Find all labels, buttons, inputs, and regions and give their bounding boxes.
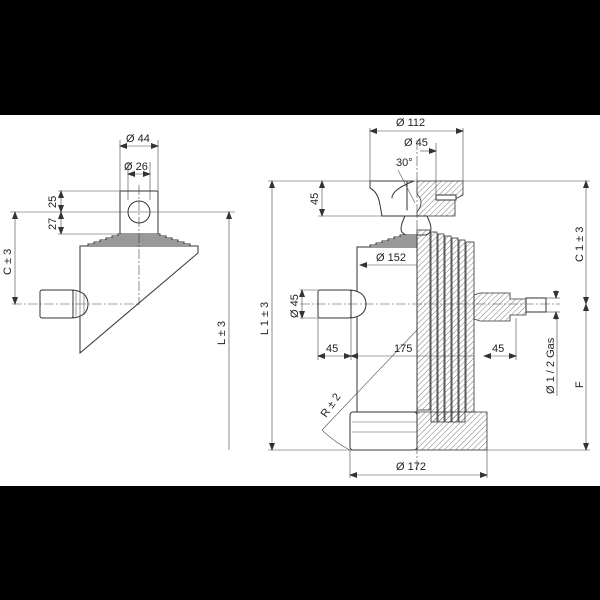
dim-trunnion-left: 45 [326, 343, 338, 355]
dim-eye-bottom: 27 [47, 218, 59, 230]
base-section [416, 411, 488, 451]
port-fitting [473, 292, 527, 322]
dim-c1: C 1 ± 3 [574, 227, 586, 262]
telescopic-stages [416, 229, 475, 423]
dim-radius: R ± 2 [319, 391, 344, 419]
dim-eye-outer: Ø 44 [126, 133, 150, 145]
dim-c: C ± 3 [2, 249, 14, 275]
dim-eye-top: 25 [47, 196, 59, 208]
dim-head-height: 45 [309, 193, 321, 205]
base-left [349, 411, 418, 451]
dim-head-outer: Ø 112 [396, 117, 425, 129]
dim-f: F [574, 381, 586, 388]
right-view: Ø 112 Ø 45 30° 45 Ø 152 Ø 45 45 175 45 R… [259, 117, 590, 478]
dim-base-dia: Ø 172 [396, 461, 426, 473]
dim-angle: 30° [396, 157, 413, 169]
dim-head-ball: Ø 45 [404, 137, 428, 149]
dim-stage-dia: Ø 152 [376, 252, 406, 264]
port-nipple [525, 297, 547, 313]
dim-trunnion-dia: Ø 45 [289, 294, 301, 318]
dim-eye-bore: Ø 26 [124, 161, 148, 173]
dim-port: Ø 1 / 2 Gas [545, 337, 557, 394]
left-view: Ø 44 Ø 26 25 27 C ± 3 L ± 3 [2, 133, 235, 450]
grease-fitting [435, 194, 457, 201]
barrel [356, 246, 418, 413]
dim-port-offset: 45 [492, 343, 504, 355]
dim-center-dist: 175 [394, 343, 412, 355]
dim-l: L ± 3 [216, 321, 228, 345]
dim-l1: L 1 ± 3 [259, 302, 271, 335]
